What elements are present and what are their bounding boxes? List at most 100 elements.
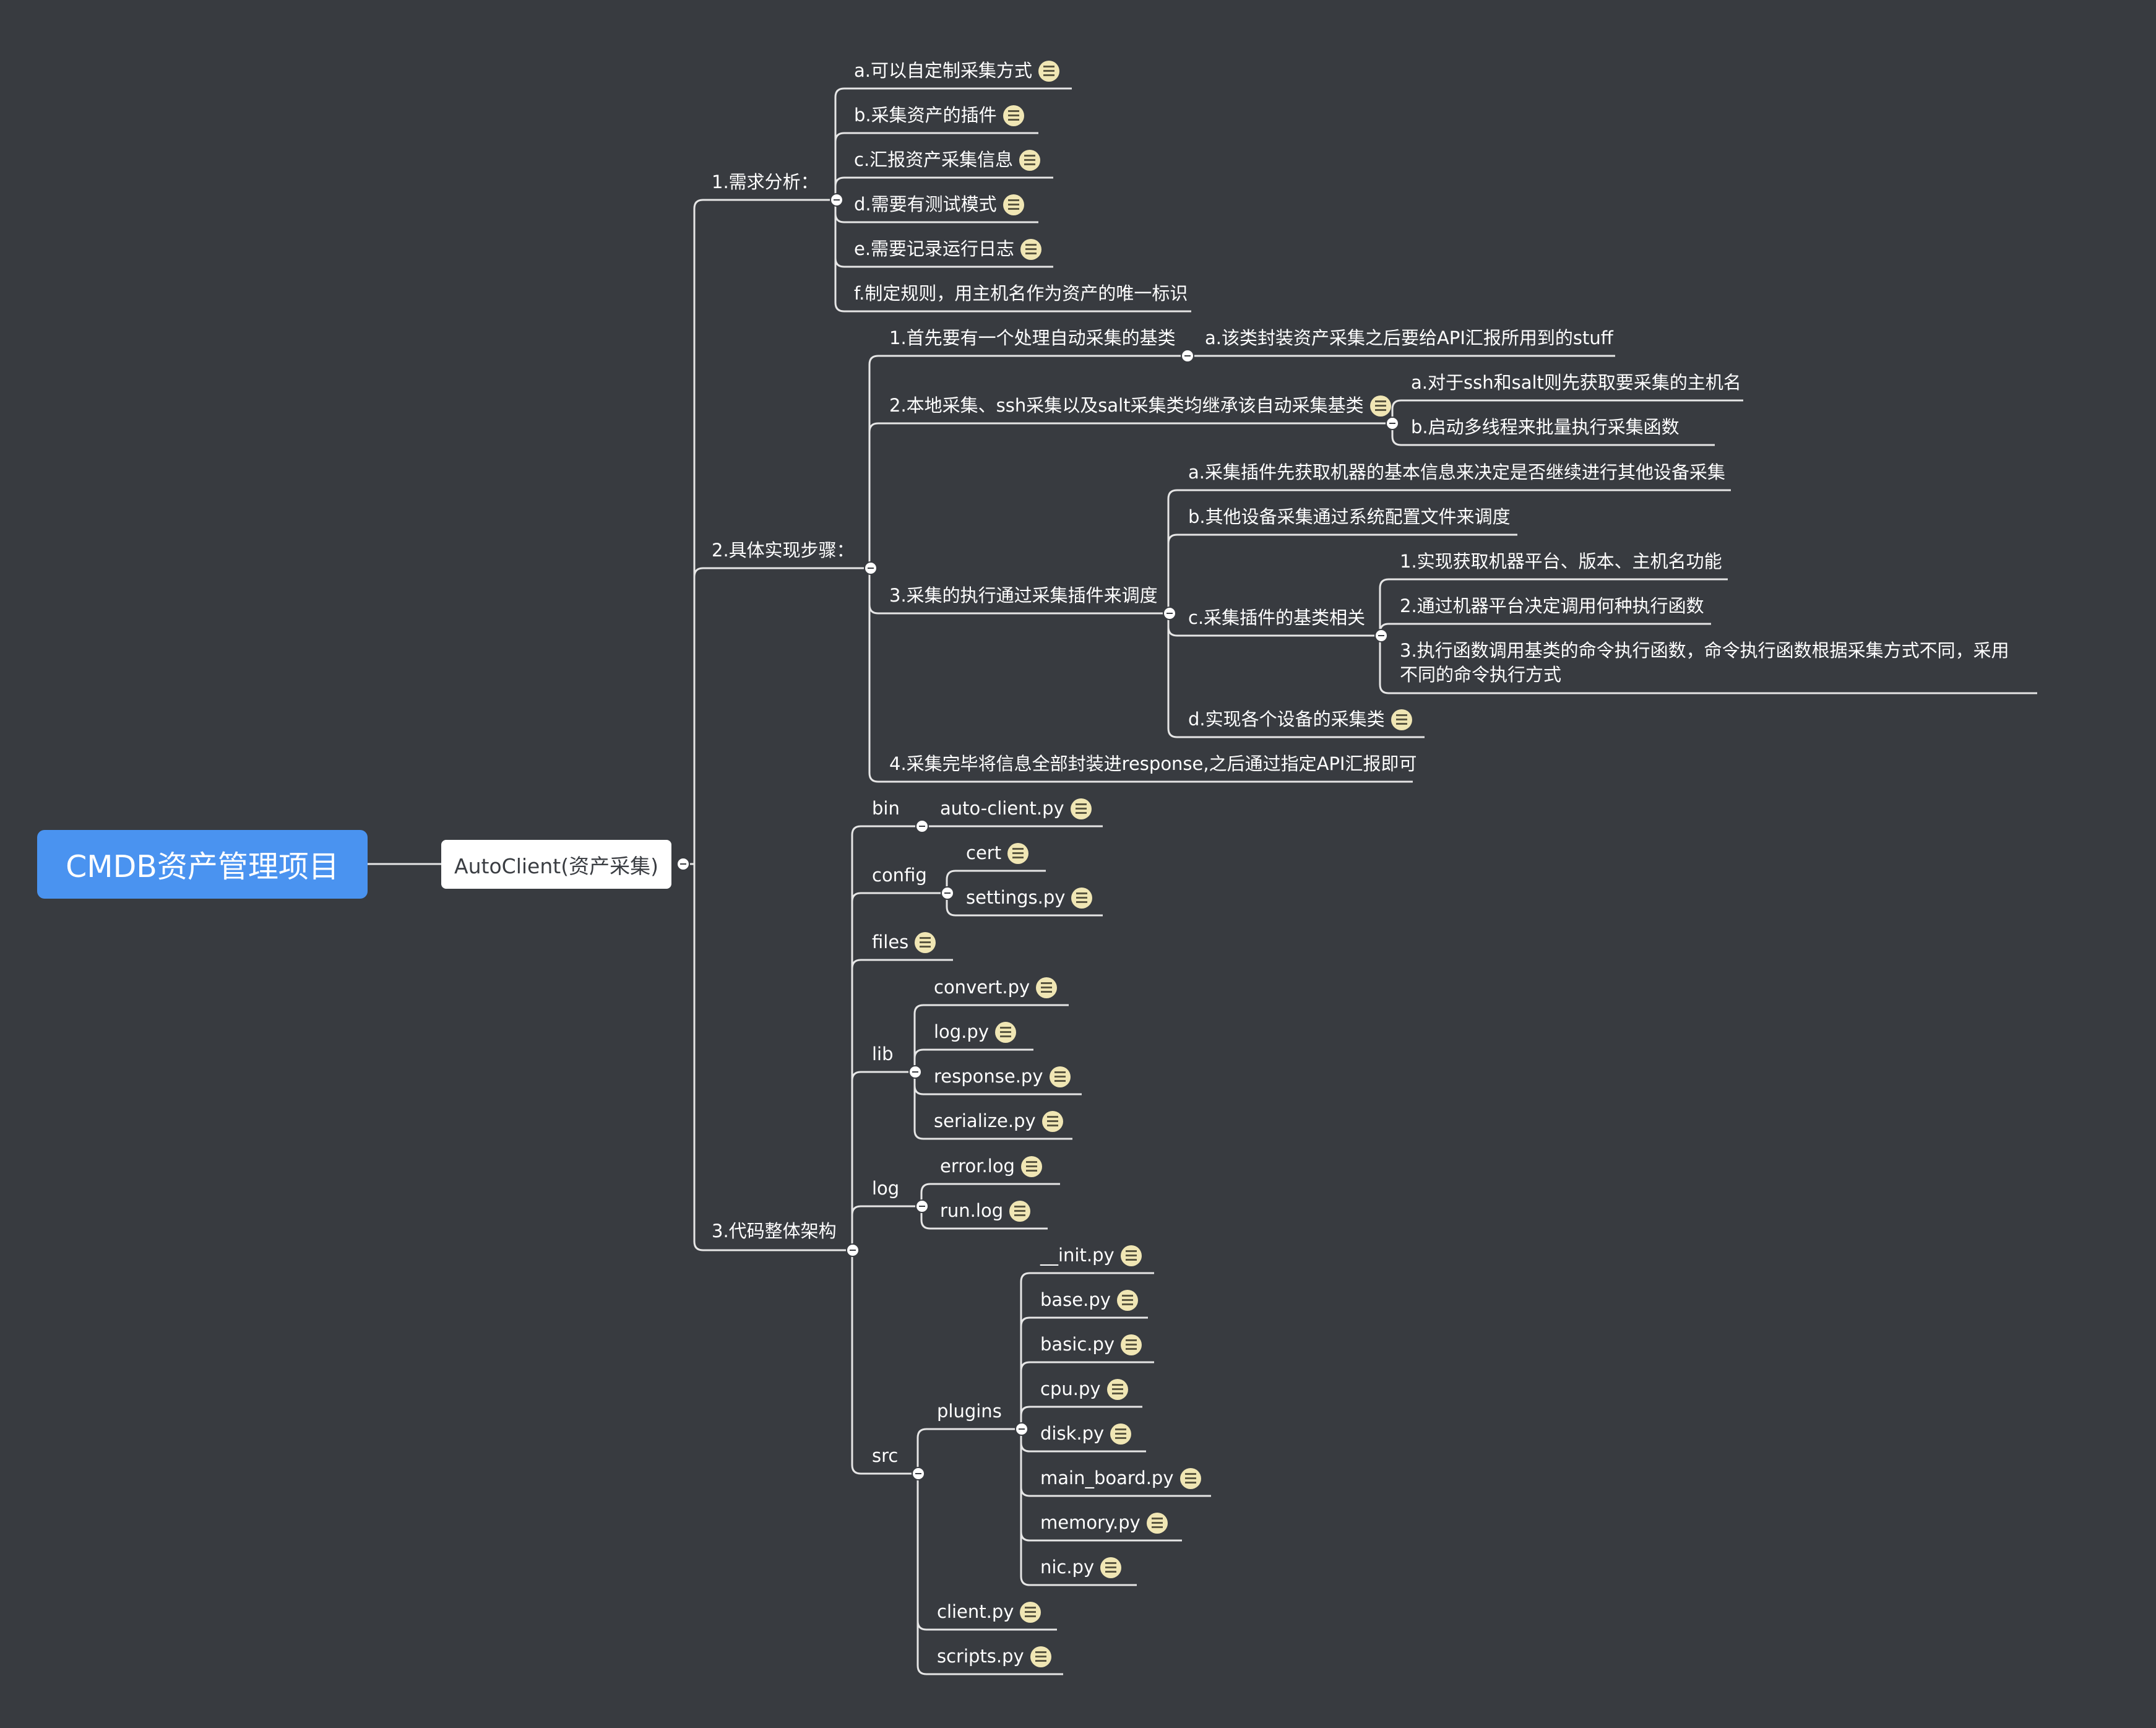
note-icon[interactable] (1100, 1557, 1122, 1578)
note-icon[interactable] (1038, 60, 1059, 82)
topic-config[interactable]: config (872, 865, 927, 886)
topic-requirements[interactable]: 1.需求分析： (712, 171, 819, 192)
topic-step3-a[interactable]: a.采集插件先获取机器的基本信息来决定是否继续进行其他设备采集 (1188, 462, 1725, 483)
collapse-toggle-bin[interactable] (915, 819, 929, 833)
file-plugin-memory[interactable]: memory.py (1040, 1511, 1168, 1535)
file-plugin-base[interactable]: base.py (1040, 1288, 1138, 1312)
topic-log[interactable]: log (872, 1178, 900, 1199)
collapse-toggle-lib[interactable] (908, 1065, 922, 1079)
note-icon[interactable] (1020, 1156, 1042, 1177)
note-icon[interactable] (1179, 1467, 1201, 1489)
note-icon[interactable] (995, 1021, 1016, 1043)
topic-step3-c-1[interactable]: 1.实现获取机器平台、版本、主机名功能 (1400, 551, 1722, 572)
topic-architecture[interactable]: 3.代码整体架构 (712, 1220, 837, 1242)
topic-step3-c-2[interactable]: 2.通过机器平台决定调用何种执行函数 (1400, 595, 1704, 616)
topic-plugins[interactable]: plugins (937, 1401, 1002, 1422)
note-icon[interactable] (1020, 1601, 1041, 1623)
note-icon[interactable] (1036, 977, 1058, 998)
main-topic-autoclient[interactable]: AutoClient(资产采集) (441, 840, 671, 889)
topic-step1[interactable]: 1.首先要有一个处理自动采集的基类 (889, 327, 1176, 348)
file-connector (913, 1004, 1069, 1073)
file-plugin-cpu[interactable]: cpu.py (1040, 1377, 1128, 1401)
file-plugin-nic[interactable]: nic.py (1040, 1555, 1122, 1579)
collapse-toggle-step3[interactable] (1163, 607, 1176, 620)
topic-step2[interactable]: 2.本地采集、ssh采集以及salt采集类均继承该自动采集基类 (889, 394, 1391, 418)
topic-steps[interactable]: 2.具体实现步骤： (712, 540, 855, 561)
file-auto-client[interactable]: auto-client.py (940, 797, 1092, 821)
file-connector (916, 1472, 1063, 1675)
file-convert[interactable]: convert.py (934, 975, 1058, 1000)
root-topic[interactable]: CMDB资产管理项目 (37, 830, 368, 899)
topic-req-f[interactable]: f.制定规则，用主机名作为资产的唯一标识 (854, 283, 1188, 304)
note-icon[interactable] (1041, 1110, 1063, 1132)
topic-step2-b[interactable]: b.启动多线程来批量执行采集函数 (1411, 417, 1680, 438)
file-run-log[interactable]: run.log (940, 1199, 1031, 1223)
collapse-toggle-src[interactable] (912, 1467, 925, 1480)
file-settings[interactable]: settings.py (966, 886, 1093, 910)
note-icon[interactable] (1019, 149, 1041, 171)
note-icon[interactable] (1121, 1334, 1142, 1355)
folder-connector (851, 1071, 915, 1251)
collapse-toggle-architecture[interactable] (846, 1243, 860, 1257)
topic-step3-c[interactable]: c.采集插件的基类相关 (1188, 607, 1366, 628)
file-connector (920, 1205, 1048, 1230)
file-response[interactable]: response.py (934, 1065, 1071, 1089)
step-connector (1167, 534, 1517, 615)
collapse-toggle-log[interactable] (915, 1199, 929, 1213)
note-icon[interactable] (1146, 1512, 1168, 1534)
note-icon[interactable] (915, 931, 936, 953)
topic-files[interactable]: files (872, 930, 936, 954)
topic-req-e[interactable]: e.需要记录运行日志 (854, 237, 1042, 261)
collapse-toggle-step1[interactable] (1181, 349, 1194, 363)
topic-lib[interactable]: lib (872, 1043, 894, 1065)
collapse-toggle-steps[interactable] (864, 561, 877, 575)
note-icon[interactable] (1106, 1378, 1128, 1400)
note-icon[interactable] (1003, 105, 1024, 126)
topic-req-a[interactable]: a.可以自定制采集方式 (854, 59, 1059, 83)
file-connector (1020, 1272, 1154, 1430)
file-client[interactable]: client.py (937, 1600, 1041, 1624)
note-icon[interactable] (1110, 1423, 1132, 1445)
topic-step1-a[interactable]: a.该类封装资产采集之后要给API汇报所用到的stuff (1205, 327, 1613, 348)
file-plugin-main-board[interactable]: main_board.py (1040, 1466, 1201, 1490)
file-serialize[interactable]: serialize.py (934, 1109, 1063, 1133)
file-cert[interactable]: cert (966, 841, 1029, 865)
topic-src[interactable]: src (872, 1445, 899, 1466)
note-icon[interactable] (1009, 1200, 1031, 1222)
topic-step2-a[interactable]: a.对于ssh和salt则先获取要采集的主机名 (1411, 372, 1741, 393)
file-scripts[interactable]: scripts.py (937, 1644, 1051, 1669)
file-log-py[interactable]: log.py (934, 1020, 1016, 1044)
topic-bin[interactable]: bin (872, 798, 900, 819)
collapse-toggle-step2[interactable] (1386, 417, 1399, 430)
note-icon[interactable] (1391, 709, 1412, 730)
file-plugin-basic[interactable]: basic.py (1040, 1333, 1142, 1357)
note-icon[interactable] (1070, 798, 1092, 819)
topic-step3-b[interactable]: b.其他设备采集通过系统配置文件来调度 (1188, 506, 1511, 527)
note-icon[interactable] (1049, 1066, 1071, 1087)
note-icon[interactable] (1020, 238, 1042, 260)
topic-req-b[interactable]: b.采集资产的插件 (854, 103, 1024, 127)
collapse-toggle-config[interactable] (941, 886, 954, 900)
topic-req-d[interactable]: d.需要有测试模式 (854, 192, 1024, 217)
topic-step4[interactable]: 4.采集完毕将信息全部封装进response,之后通过指定API汇报即可 (889, 753, 1417, 774)
note-icon[interactable] (1007, 842, 1029, 864)
topic-step3-d[interactable]: d.实现各个设备的采集类 (1188, 707, 1412, 732)
note-icon[interactable] (1030, 1646, 1051, 1667)
topic-step3-c-3[interactable]: 3.执行函数调用基类的命令执行函数，命令执行函数根据采集方式不同，采用不同的命令… (1400, 640, 2009, 686)
collapse-toggle-plugins[interactable] (1015, 1422, 1028, 1436)
requirement-connector (834, 199, 1191, 313)
step-connector (1167, 489, 1731, 615)
note-icon[interactable] (1116, 1289, 1138, 1311)
note-icon[interactable] (1120, 1245, 1142, 1266)
topic-step3[interactable]: 3.采集的执行通过采集插件来调度 (889, 585, 1158, 606)
file-plugin-init[interactable]: __init.py (1040, 1243, 1142, 1268)
note-icon[interactable] (1071, 887, 1093, 909)
topic-req-c[interactable]: c.汇报资产采集信息 (854, 148, 1041, 172)
file-plugin-disk[interactable]: disk.py (1040, 1422, 1132, 1446)
collapse-toggle-requirements[interactable] (830, 193, 843, 207)
collapse-toggle-step3-c[interactable] (1374, 629, 1388, 642)
note-icon[interactable] (1369, 395, 1391, 417)
collapse-toggle-autoclient[interactable] (676, 857, 690, 871)
file-error-log[interactable]: error.log (940, 1154, 1042, 1178)
note-icon[interactable] (1003, 194, 1024, 215)
